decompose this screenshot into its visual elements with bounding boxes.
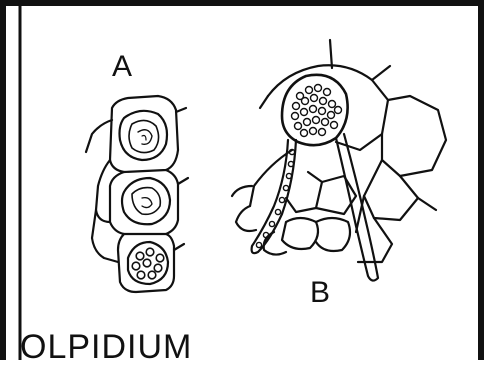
panel-a-label: A — [112, 52, 132, 82]
figure-caption: OLPIDIUM — [20, 330, 192, 364]
zoosporangium-a — [128, 242, 168, 284]
panel-a-drawing — [86, 96, 188, 292]
discharge-tube-left — [252, 140, 296, 253]
panel-b-drawing — [232, 40, 446, 281]
resting-spore-2 — [122, 178, 170, 224]
panel-b-label: B — [310, 278, 330, 308]
zoosporangium-b — [282, 75, 348, 145]
resting-spore-1 — [120, 111, 168, 160]
discharge-tube-right — [336, 134, 378, 281]
